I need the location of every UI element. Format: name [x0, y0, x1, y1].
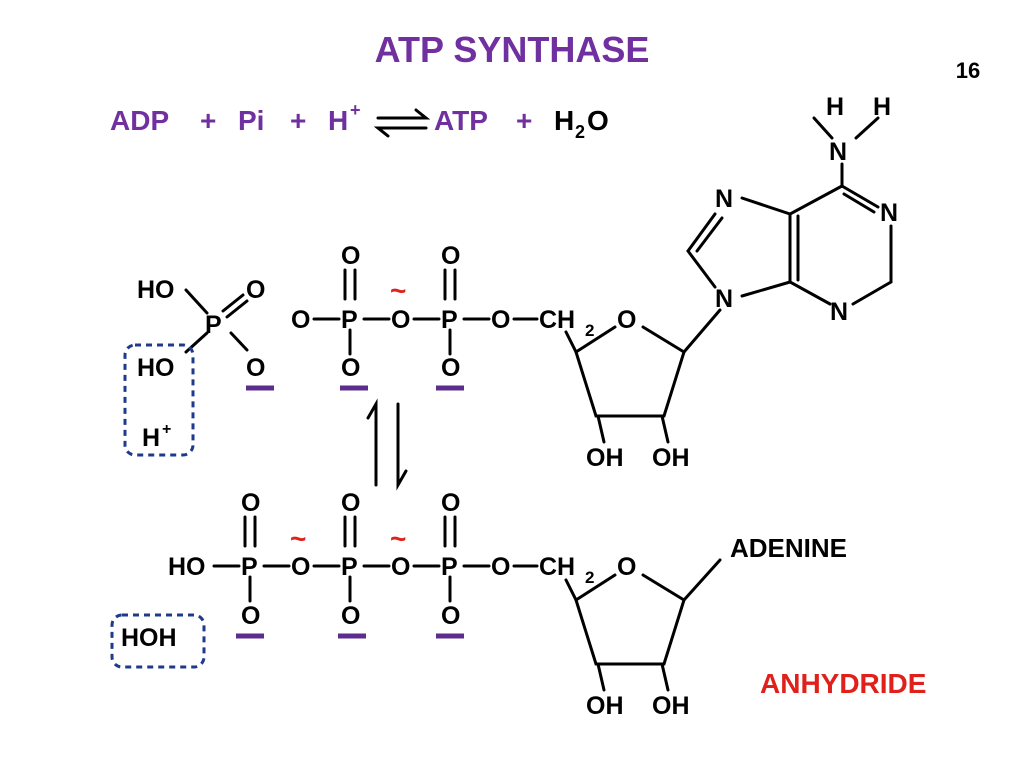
- charge-sign: +: [162, 421, 171, 438]
- plus-sign: +: [290, 105, 306, 136]
- atom-label: HO: [137, 276, 175, 304]
- atom-label: O: [441, 354, 460, 382]
- proton-group-box: [123, 343, 195, 457]
- atom-label: HOH: [121, 624, 177, 652]
- atom-label: O: [441, 242, 460, 270]
- plus-sign: +: [516, 105, 532, 136]
- anhydride-label: ANHYDRIDE: [760, 668, 926, 699]
- atom-label: O: [491, 553, 510, 581]
- atom-label: O: [491, 306, 510, 334]
- atom-label: OH: [652, 444, 690, 472]
- atom-label: P: [241, 553, 258, 581]
- atom-label: O: [391, 306, 410, 334]
- atom-label: O: [617, 306, 636, 334]
- inorganic-phosphate: HO O P HO O H +: [123, 276, 274, 457]
- atom-label: P: [205, 311, 222, 339]
- atom-label: N: [880, 199, 898, 227]
- atom-label: P: [441, 553, 458, 581]
- atom-label: O: [341, 354, 360, 382]
- product-atp: ATP: [434, 105, 488, 136]
- atom-label: OH: [586, 692, 624, 720]
- atom-label: O: [341, 489, 360, 517]
- plus-sign: +: [200, 105, 216, 136]
- atom-label: O: [291, 553, 310, 581]
- high-energy-bond-tilde: ~: [390, 523, 406, 554]
- h-charge: +: [350, 100, 361, 120]
- atom-label: O: [617, 553, 636, 581]
- atom-label: P: [441, 306, 458, 334]
- atom-label: N: [829, 138, 847, 166]
- atom-label: P: [341, 306, 358, 334]
- page-number: 16: [956, 58, 980, 83]
- atom-label: H: [826, 93, 844, 121]
- product-water-o: O: [587, 105, 609, 136]
- product-water-h: H: [554, 105, 574, 136]
- equilibrium-arrow: [373, 108, 431, 138]
- atom-label: O: [246, 276, 265, 304]
- vertical-equilibrium-arrows: [366, 398, 408, 491]
- atom-label: N: [830, 298, 848, 326]
- atom-label: N: [715, 185, 733, 213]
- atom-label: CH: [539, 553, 575, 581]
- atom-label: O: [441, 602, 460, 630]
- atp-molecule: HO P O P O P O CH 2 O O O O O O ~ ~ O OH…: [168, 489, 847, 720]
- atom-label: O: [291, 306, 310, 334]
- atom-label: OH: [586, 444, 624, 472]
- atom-label: CH: [539, 306, 575, 334]
- subscript: 2: [585, 321, 594, 340]
- atom-label: O: [341, 242, 360, 270]
- adp-molecule: O P O P O CH 2 O O O O ~ O OH OH H H N N…: [291, 93, 898, 472]
- reactant-h: H: [328, 105, 348, 136]
- slide-title: ATP SYNTHASE: [375, 29, 650, 70]
- atom-label: HO: [168, 553, 206, 581]
- atom-label: O: [241, 489, 260, 517]
- adenine-label: ADENINE: [730, 533, 847, 563]
- atom-label: N: [715, 285, 733, 313]
- atom-label: H: [142, 424, 160, 452]
- reactant-adp: ADP: [110, 105, 169, 136]
- atom-label: O: [391, 553, 410, 581]
- water-box: [110, 613, 206, 669]
- atom-label: OH: [652, 692, 690, 720]
- reaction-equation: ADP + Pi + H + ATP + H 2 O: [110, 100, 609, 142]
- atom-label: HO: [137, 354, 175, 382]
- water-subscript: 2: [575, 122, 585, 142]
- subscript: 2: [585, 568, 594, 587]
- high-energy-bond-tilde: ~: [390, 275, 406, 306]
- atom-label: P: [341, 553, 358, 581]
- atom-label: O: [341, 602, 360, 630]
- atom-label: O: [441, 489, 460, 517]
- high-energy-bond-tilde: ~: [290, 523, 306, 554]
- water-product: HOH: [110, 613, 206, 669]
- atom-label: O: [241, 602, 260, 630]
- reactant-pi: Pi: [238, 105, 264, 136]
- atom-label: O: [246, 354, 265, 382]
- atom-label: H: [873, 93, 891, 121]
